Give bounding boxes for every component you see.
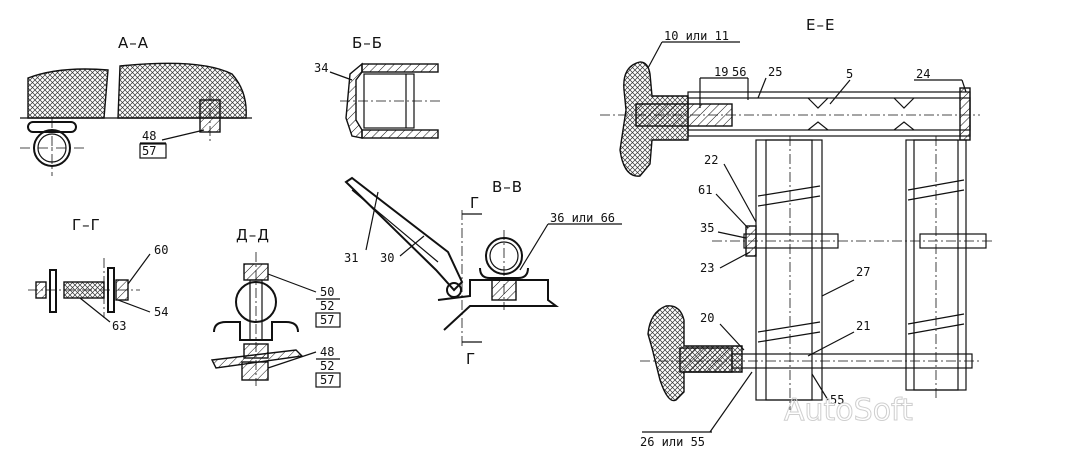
bb-tube-wall-bottom [361, 129, 439, 139]
section-title-dd: Д–Д [236, 226, 270, 244]
label-ee-56: 56 [732, 65, 746, 79]
section-dd: Д–Д 50 52 57 48 52 57 [210, 226, 341, 388]
gg-plate-right [107, 267, 115, 313]
label-ee-25: 25 [768, 65, 782, 79]
label-dd-57b: 57 [320, 373, 334, 387]
label-ee-20: 20 [700, 311, 714, 325]
label-ee-35: 35 [700, 221, 714, 235]
label-bb-34: 34 [314, 61, 328, 75]
section-vv: В–В Г Г 31 30 36 или 66 [344, 176, 622, 368]
label-ee-26-55: 26 или 55 [640, 435, 705, 449]
section-title-bb: Б–Б [352, 34, 383, 52]
label-aa-57: 57 [142, 144, 156, 158]
cut-mark-g-bottom: Г [466, 350, 476, 368]
section-ee: Е–Е 10 или 11 [600, 16, 994, 449]
section-aa: А–А 48 57 [20, 34, 252, 176]
label-dd-52b: 52 [320, 359, 334, 373]
vv-bracket [437, 279, 559, 331]
label-gg-63: 63 [112, 319, 126, 333]
label-gg-54: 54 [154, 305, 168, 319]
label-dd-52a: 52 [320, 299, 334, 313]
label-dd-57a: 57 [320, 313, 334, 327]
label-ee-24: 24 [916, 67, 930, 81]
section-title-vv: В–В [492, 178, 523, 196]
aa-seat-cushion-right [117, 62, 247, 119]
section-title-ee: Е–Е [806, 16, 835, 34]
label-vv-30: 30 [380, 251, 394, 265]
dd-nut-top [243, 263, 269, 281]
watermark: AutoSoft [784, 393, 913, 428]
section-title-aa: А–А [118, 34, 149, 52]
bb-tube-wall-top [361, 63, 439, 73]
label-ee-27: 27 [856, 265, 870, 279]
label-ee-55: 55 [830, 393, 844, 407]
label-ee-23: 23 [700, 261, 714, 275]
label-aa-48: 48 [142, 129, 156, 143]
dd-nut-bottom [241, 361, 269, 381]
dd-tube [235, 281, 277, 323]
label-ee-22: 22 [704, 153, 718, 167]
dd-clamp [213, 321, 299, 341]
label-vv-36-66: 36 или 66 [550, 211, 615, 225]
section-title-gg: Г–Г [72, 216, 101, 234]
label-dd-48: 48 [320, 345, 334, 359]
gg-spacer [63, 281, 105, 299]
label-dd-50: 50 [320, 285, 334, 299]
label-gg-60: 60 [154, 243, 168, 257]
label-ee-21: 21 [856, 319, 870, 333]
label-ee-61: 61 [698, 183, 712, 197]
aa-seat-cushion-left [27, 68, 109, 119]
label-ee-10-11: 10 или 11 [664, 29, 729, 43]
section-gg: Г–Г 60 54 63 [28, 216, 168, 333]
label-vv-31: 31 [344, 251, 358, 265]
gg-plate-left [49, 269, 57, 313]
section-bb: Б–Б 34 [314, 34, 440, 139]
label-ee-19: 19 [714, 65, 728, 79]
label-ee-5: 5 [846, 67, 853, 81]
cut-mark-g-top: Г [470, 194, 480, 212]
